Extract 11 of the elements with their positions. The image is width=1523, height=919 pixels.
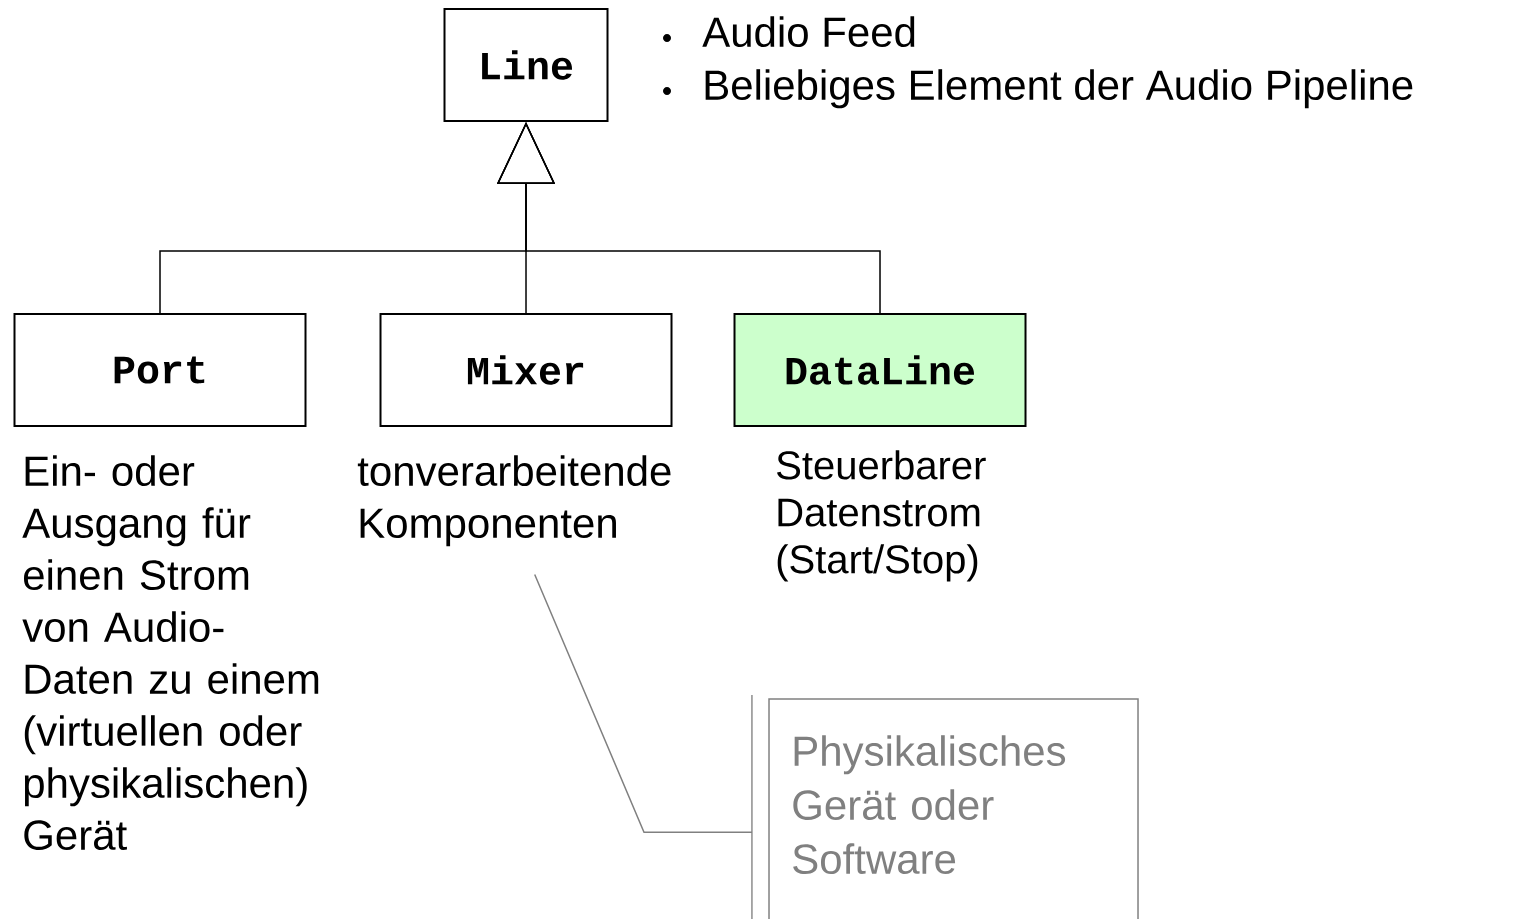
class-box: Mixer: [379, 313, 673, 427]
description-text: tonverarbeitende Komponenten: [357, 455, 671, 547]
description-text: Ein- oder Ausgang für einen Strom von Audio- Daten zu einem (virtuellen oder physikalischen) Gerät: [22, 455, 319, 851]
bullet-item: Beliebiges Element der Audio Pipeline: [663, 69, 1413, 109]
bullet-item: Audio Feed: [663, 16, 915, 48]
class-box: Port: [13, 313, 307, 427]
leader-line: [533, 573, 753, 833]
class-box: DataLine: [733, 313, 1027, 427]
class-box: Line: [443, 8, 609, 122]
description-text: Steuerbarer Datenstrom (Start/Stop): [777, 450, 986, 582]
note-box: Physikalisches Gerät oder Software: [751, 694, 1139, 919]
